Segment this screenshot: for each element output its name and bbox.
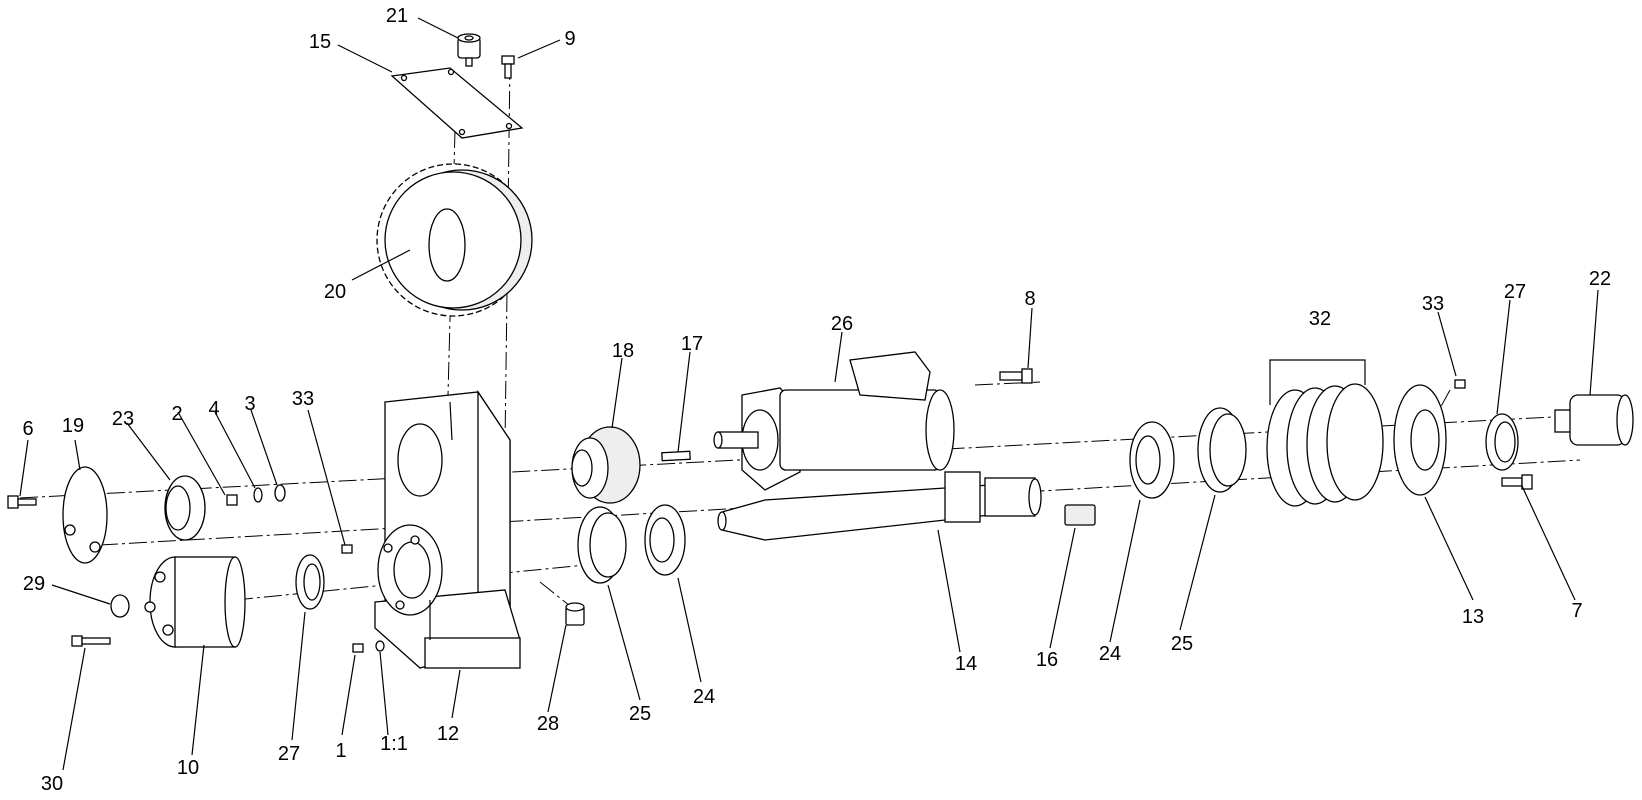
callout-21: 21 [386,5,408,27]
part-seal-27-right [1485,413,1519,471]
part-oring-29 [110,594,130,618]
part-bolt-6 [7,495,37,509]
part-fitting-21 [457,33,481,67]
part-bolt-30 [71,635,111,647]
callout-12: 12 [437,723,459,745]
part-bolt-7 [1501,474,1533,490]
part-coupler-10 [144,556,246,648]
part-coupler-22 [1554,394,1634,446]
callout-32: 32 [1309,308,1331,330]
callout-25-right: 25 [1171,633,1193,655]
callout-2: 2 [171,403,182,425]
part-shim-set [1266,359,1384,507]
callout-24-right: 24 [1099,643,1121,665]
callout-7: 7 [1571,600,1582,622]
callout-labels: 21 15 9 20 8 26 18 17 32 33 27 22 6 19 2… [22,5,1611,795]
callout-9: 9 [564,28,575,50]
callout-13: 13 [1462,606,1484,628]
part-cover-19 [62,466,108,564]
callout-20: 20 [324,281,346,303]
callout-14: 14 [955,653,977,675]
callout-15: 15 [309,31,331,53]
part-washer-3 [274,484,286,502]
callout-25-left: 25 [629,703,651,725]
callout-33-right: 33 [1422,293,1444,315]
part-screw-1 [352,643,364,653]
part-bolt-8 [999,368,1033,384]
part-plug-28 [565,602,585,626]
part-washer-4 [253,487,263,503]
callout-29: 29 [23,573,45,595]
part-bearing-cup-25b [1197,407,1247,493]
part-key-16 [1064,504,1096,526]
part-bearing-housing [1393,384,1447,496]
part-key-17 [661,450,691,462]
callout-27-right: 27 [1504,281,1526,303]
callout-26: 26 [831,313,853,335]
callout-1-1: 1:1 [380,733,408,755]
part-hydraulic-motor [713,351,955,491]
callout-28: 28 [537,713,559,735]
callout-16: 16 [1036,649,1058,671]
part-shaft [717,471,1042,541]
callout-17: 17 [681,333,703,355]
callout-3: 3 [244,393,255,415]
part-screw-33-left [341,544,353,554]
leader-lines [19,17,1599,771]
part-washer-1-1 [375,640,385,652]
part-spacer-23 [164,475,206,541]
part-bearing-cone-24b [1129,421,1175,499]
part-bearing-cone-24a [644,504,686,576]
callout-8: 8 [1024,288,1035,310]
callout-30: 30 [41,773,63,795]
part-screw-9 [501,55,515,79]
part-large-gear [376,163,533,317]
callout-24-left: 24 [693,686,715,708]
callout-23: 23 [112,408,134,430]
callout-10: 10 [177,757,199,779]
part-nut-2 [226,494,238,506]
callout-27-left: 27 [278,743,300,765]
callout-19: 19 [62,415,84,437]
callout-33-left: 33 [292,388,314,410]
part-housing [374,389,521,669]
part-cover-plate [390,67,524,139]
callout-6: 6 [22,418,33,440]
callout-1: 1 [335,740,346,762]
part-bearing-cup-25a [577,506,627,584]
part-screw-33-right [1454,379,1466,389]
part-seal-27-left [295,554,325,610]
callout-22: 22 [1589,268,1611,290]
part-pinion-gear [571,426,641,504]
callout-4: 4 [208,398,219,420]
callout-18: 18 [612,340,634,362]
